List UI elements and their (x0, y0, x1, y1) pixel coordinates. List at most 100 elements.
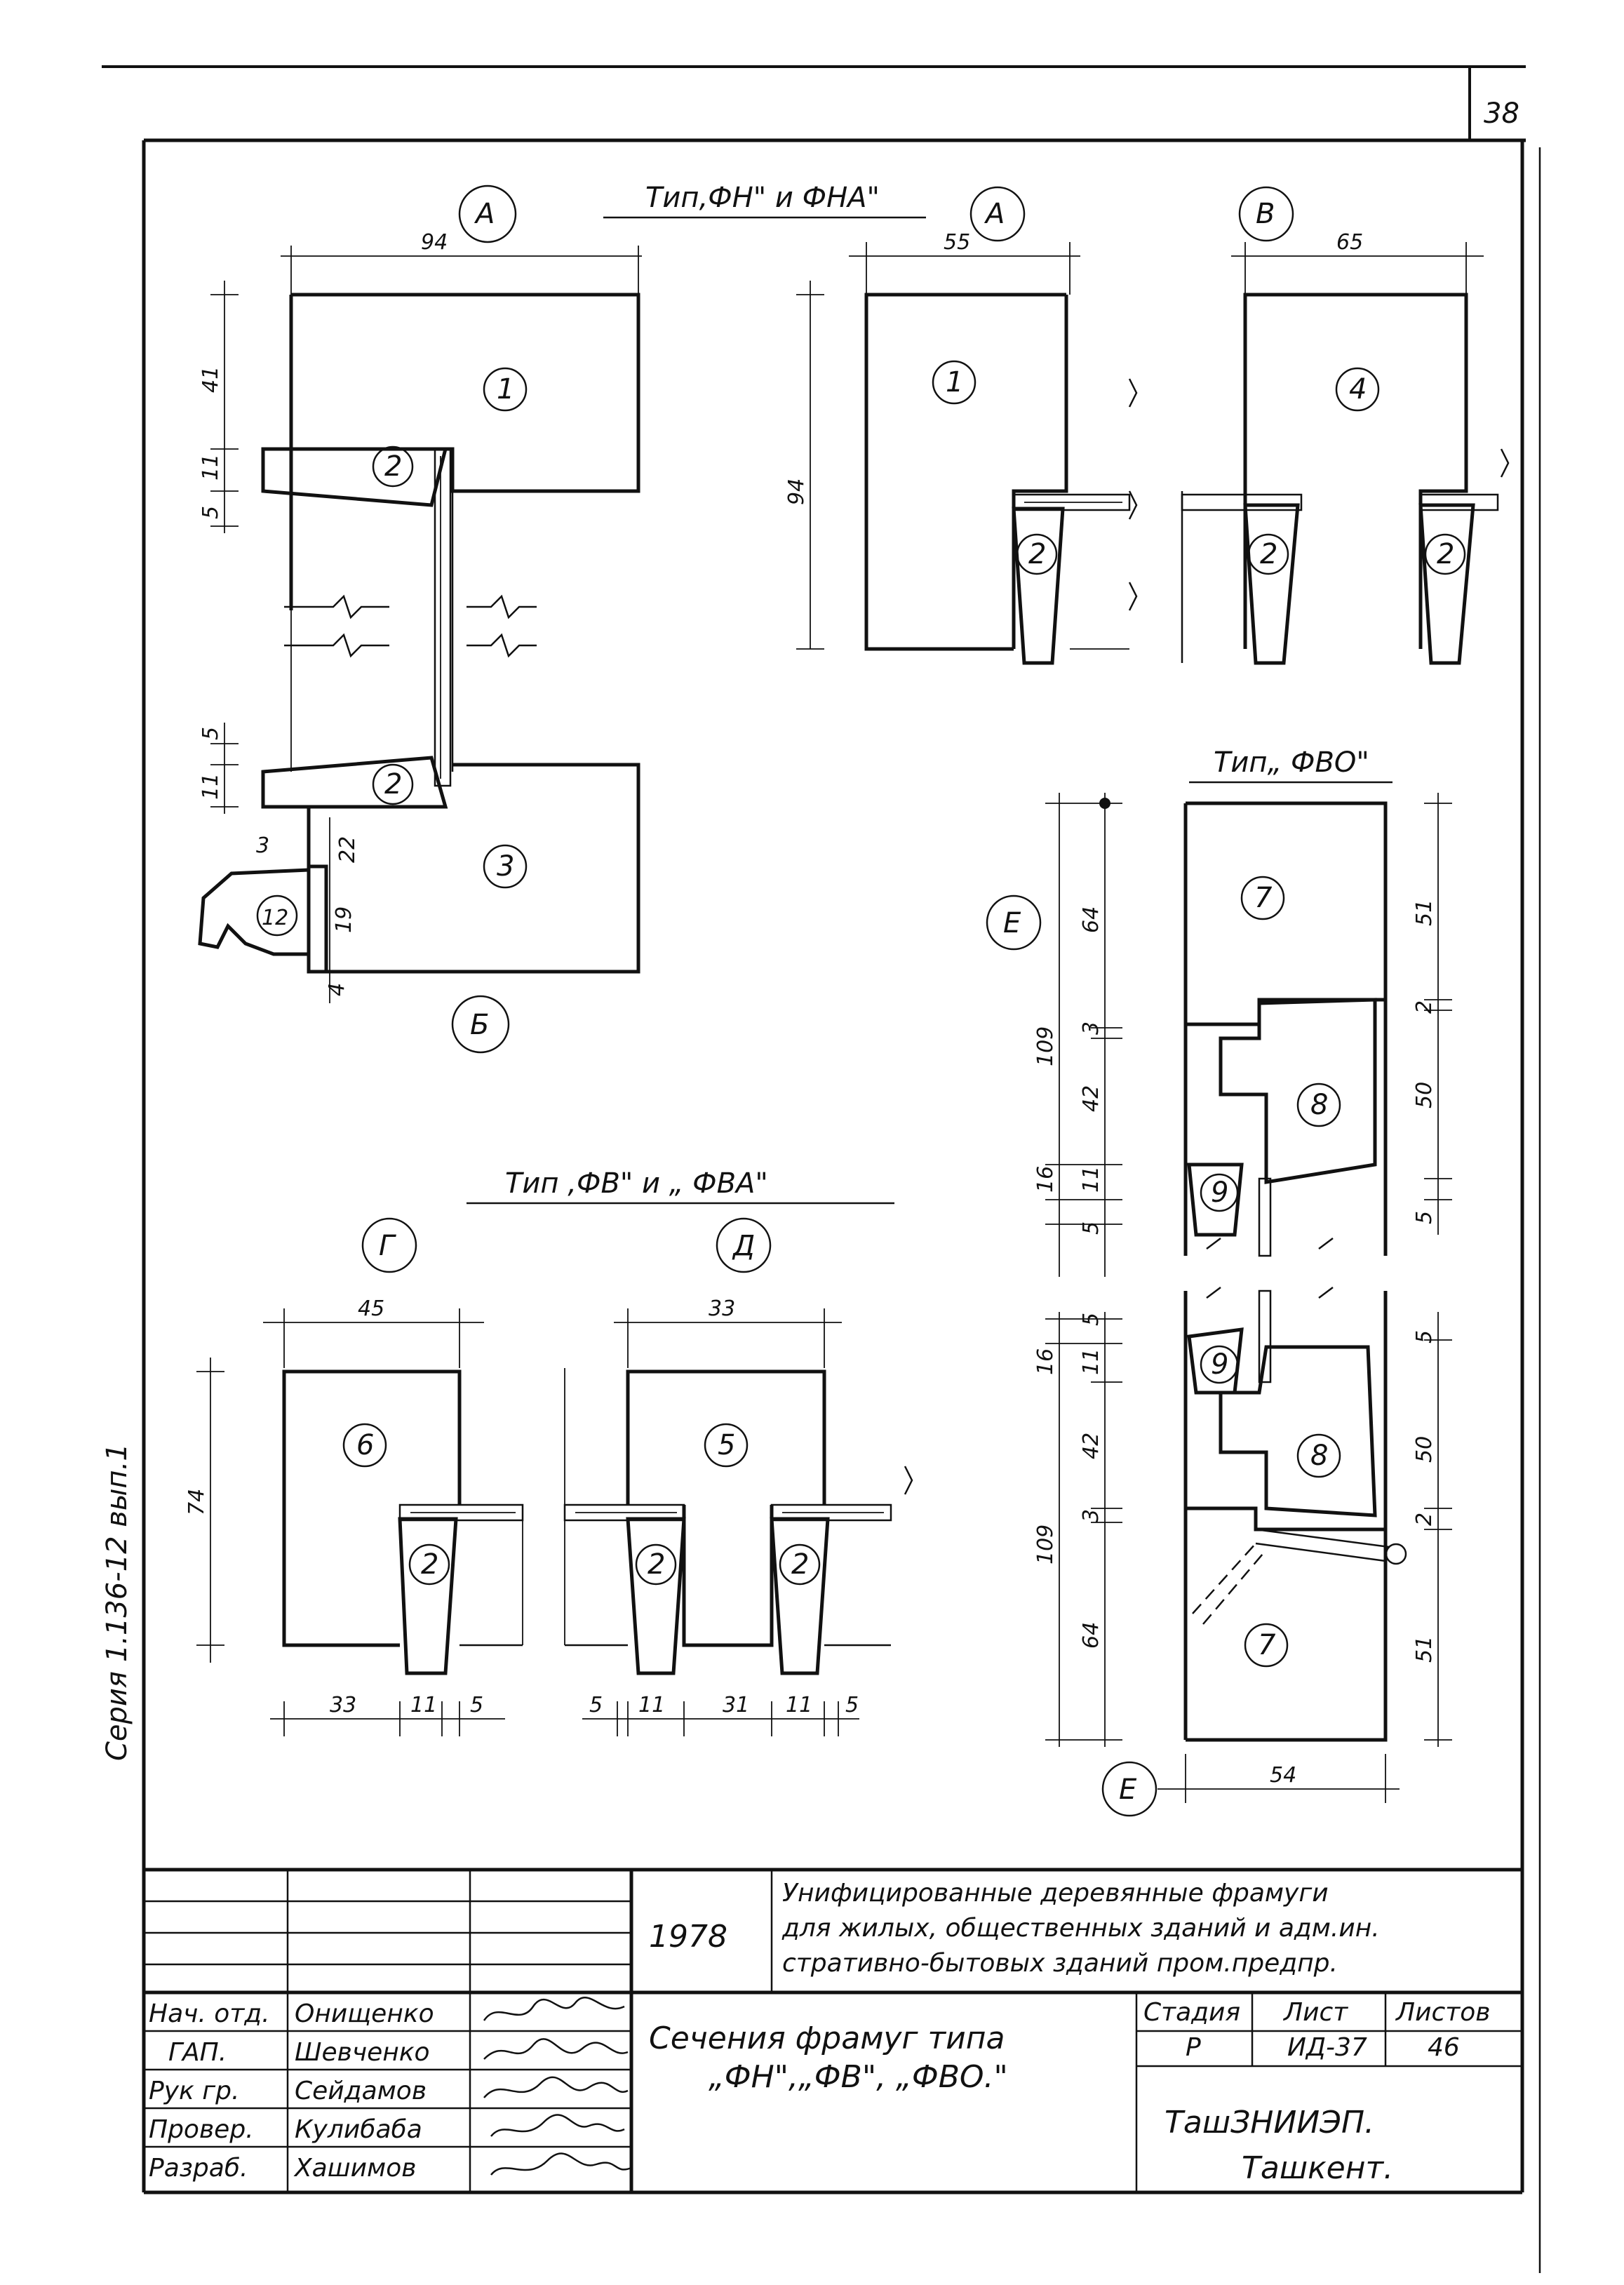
part-2-a: 2 (384, 450, 402, 483)
section-fn-left: 94 1 2 2 3 12 (198, 230, 642, 1003)
dim-fvo-11b: 11 (1079, 1348, 1103, 1375)
tb-label-sheet: Лист (1282, 1998, 1348, 2027)
dim-fvg-33: 33 (330, 1693, 356, 1717)
dim-fvd-width: 33 (709, 1296, 735, 1321)
tb-label-stage: Стадия (1143, 1998, 1240, 2027)
title-block: 1978 Унифицированные деревянные фрамуги … (144, 1868, 1522, 2192)
dim-fna-width: 55 (944, 230, 970, 255)
section-fvo-top: 7 8 9 109 64 3 42 16 11 5 51 2 (1033, 793, 1452, 1277)
part-12: 12 (262, 906, 288, 930)
section-mark-e2: Е (1119, 1774, 1137, 1806)
tb-org-2: Ташкент. (1242, 2150, 1393, 2186)
dim-fvo-42a: 42 (1079, 1085, 1103, 1112)
part-4: 4 (1349, 373, 1367, 406)
dim-fvo-2a: 2 (1412, 1000, 1437, 1014)
part-2-f: 2 (421, 1548, 438, 1581)
dim-fv-height: 74 (184, 1489, 209, 1515)
title-fv-group: Тип ,ФВ" и „ ФВА" (467, 1167, 894, 1205)
title-fn-group: Тип,ФН" и ФНА" (603, 182, 926, 219)
part-2-d: 2 (1260, 538, 1277, 570)
dim-fn-41: 41 (199, 366, 223, 393)
section-fn-v: 65 4 2 2 (1181, 230, 1510, 665)
dim-fvo-5a: 5 (1079, 1221, 1103, 1235)
title-fvo: Тип„ ФВО" (1214, 746, 1369, 779)
dim-fvd-11b: 11 (786, 1693, 812, 1717)
dim-fn-5a: 5 (199, 506, 223, 519)
tb-name-5: Хашимов (293, 2154, 416, 2183)
dim-fvo-51a: 51 (1412, 899, 1437, 926)
page-number: 38 (1484, 98, 1519, 130)
tb-value-sheets: 46 (1428, 2033, 1460, 2062)
tb-role-1: Нач. отд. (149, 1999, 270, 2028)
tb-sheet-title-2: „ФН",„ФВ", „ФВО." (709, 2059, 1008, 2095)
dim-fn-11a: 11 (199, 454, 223, 481)
dim-fnv-width: 65 (1336, 230, 1363, 255)
dim-fvg-5: 5 (470, 1693, 483, 1717)
section-mark-e1: Е (1003, 907, 1021, 939)
tb-role-3: Рук гр. (149, 2077, 239, 2105)
dim-fvo-109a: 109 (1033, 1026, 1058, 1066)
tb-value-stage: Р (1186, 2033, 1201, 2062)
part-8-a: 8 (1310, 1089, 1328, 1121)
dim-fn-4: 4 (325, 983, 349, 996)
section-mark-a1: А (474, 198, 495, 230)
tb-name-4: Кулибаба (295, 2115, 422, 2144)
dim-fn-width: 94 (421, 230, 448, 255)
section-mark-b: Б (470, 1009, 489, 1041)
tb-value-sheet: ИД-37 (1287, 2033, 1367, 2062)
dim-fvo-16b: 16 (1033, 1348, 1058, 1375)
section-fv-g: 45 6 2 74 33 11 5 (184, 1296, 524, 1736)
dim-fvd-31: 31 (723, 1693, 749, 1717)
part-7-b: 7 (1258, 1629, 1276, 1661)
dim-fvd-5a: 5 (589, 1693, 603, 1717)
tb-name-3: Сейдамов (295, 2077, 427, 2105)
dim-fn-11b: 11 (199, 773, 223, 800)
part-1-a: 1 (497, 373, 514, 406)
tb-name-1: Онищенко (295, 1999, 434, 2028)
dim-fvo-51b: 51 (1412, 1636, 1437, 1663)
title-fn: Тип,ФН" и ФНА" (645, 182, 880, 214)
tb-desc-3: стративно-бытовых зданий пром.предпр. (782, 1949, 1338, 1978)
dim-fvo-42b: 42 (1079, 1433, 1103, 1459)
part-2-b: 2 (384, 768, 402, 800)
part-3: 3 (497, 850, 514, 883)
dim-fvo-64a: 64 (1079, 906, 1103, 933)
dim-fvo-50b: 50 (1412, 1436, 1437, 1463)
dim-fvg-width: 45 (358, 1296, 384, 1321)
dim-fn-22: 22 (335, 836, 360, 863)
part-2-c: 2 (1028, 538, 1046, 570)
dim-fvo-64b: 64 (1079, 1622, 1103, 1649)
series-side-note: Серия 1.136-12 вып.1 (101, 1443, 133, 1761)
title-fv: Тип ,ФВ" и „ ФВА" (505, 1167, 768, 1200)
dim-fvo-3b: 3 (1079, 1509, 1103, 1522)
section-fna: 55 1 2 94 (784, 230, 1138, 665)
section-fvo-bottom: 9 8 7 5 16 11 42 3 109 64 5 50 2 (1033, 1287, 1452, 1803)
dim-fvo-5b: 5 (1412, 1211, 1437, 1224)
part-6: 6 (356, 1429, 374, 1461)
dim-fn-3: 3 (256, 833, 269, 858)
tb-sheet-title-1: Сечения фрамуг типа (649, 2021, 1005, 2056)
tb-label-sheets: Листов (1395, 1998, 1490, 2027)
tb-desc-2: для жилых, общественных зданий и адм.ин. (781, 1914, 1380, 1943)
section-mark-g: Г (379, 1230, 396, 1262)
tb-name-2: Шевченко (295, 2038, 430, 2067)
dim-fna-height: 94 (784, 478, 809, 505)
dim-fn-19: 19 (332, 906, 356, 933)
section-mark-a2: А (984, 198, 1005, 230)
dim-fn-5b: 5 (199, 727, 223, 740)
tb-role-2: ГАП. (168, 2038, 227, 2067)
dim-fvd-11a: 11 (638, 1693, 665, 1717)
part-2-h: 2 (791, 1548, 809, 1581)
section-mark-d: Д (732, 1230, 755, 1262)
dim-fvo-109b: 109 (1033, 1525, 1058, 1564)
dim-fvo-16a: 16 (1033, 1166, 1058, 1193)
section-marks: А А В Б Г Д Е Е (361, 185, 1294, 1817)
dim-fvo-3a: 3 (1079, 1021, 1103, 1035)
dim-fvo-50a: 50 (1412, 1082, 1437, 1108)
part-7-a: 7 (1254, 882, 1273, 914)
section-fv-d: 33 5 2 2 5 11 31 11 5 (563, 1296, 913, 1736)
dim-fvo-width: 54 (1270, 1763, 1296, 1788)
part-9-a: 9 (1211, 1177, 1228, 1209)
part-8-b: 8 (1310, 1440, 1328, 1472)
